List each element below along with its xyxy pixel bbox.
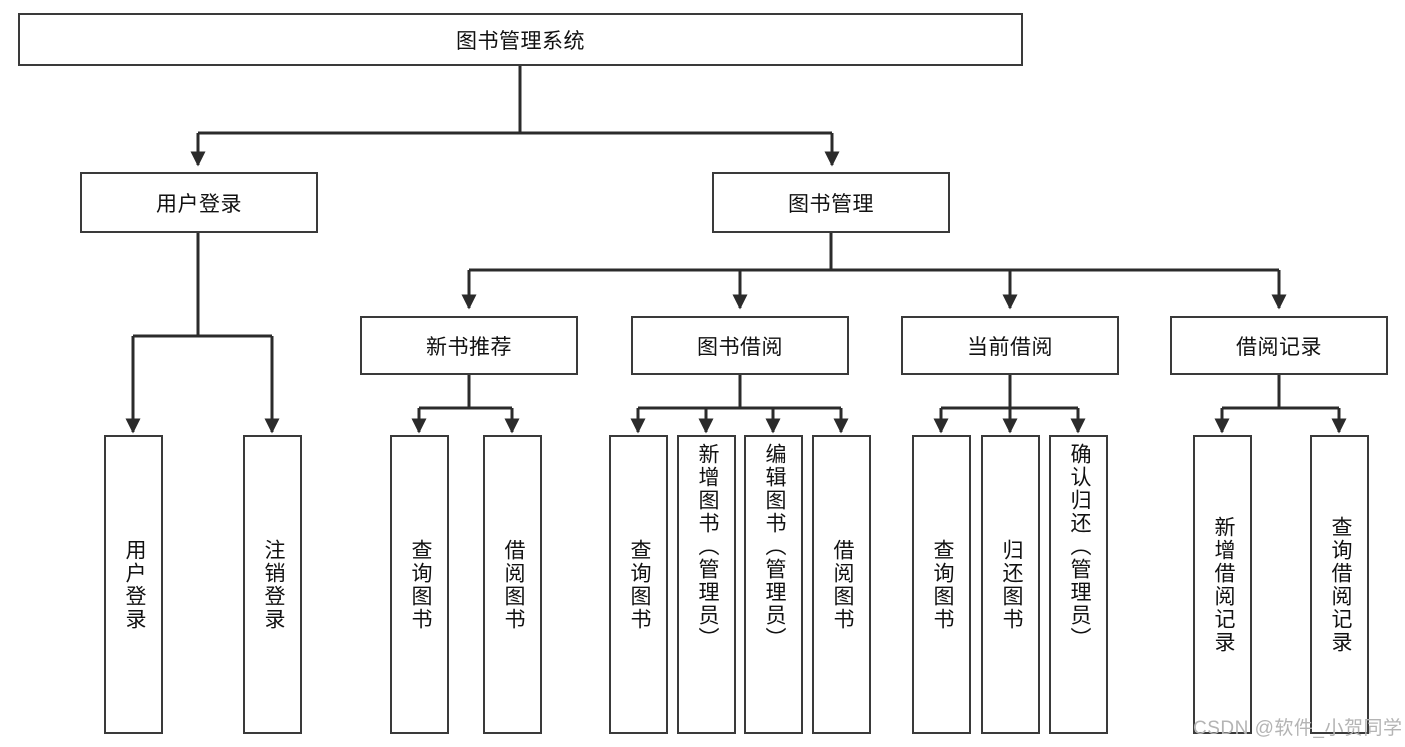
node-label: 图书管理 [788, 192, 874, 216]
leaf-current-query-book[interactable]: 查询图书 [912, 435, 971, 734]
node-label: 借阅图书 [501, 538, 525, 631]
leaf-current-return-book[interactable]: 归还图书 [981, 435, 1040, 734]
node-borrow-record[interactable]: 借阅记录 [1170, 316, 1388, 375]
node-label: 查询图书 [930, 538, 954, 631]
node-label: 借阅记录 [1236, 335, 1322, 359]
leaf-borrow-edit-book-admin[interactable]: 编辑图书（管理员） [744, 435, 803, 734]
leaf-user-login-logout[interactable]: 注销登录 [243, 435, 302, 734]
node-label: 注销登录 [261, 538, 285, 631]
node-book-management[interactable]: 图书管理 [712, 172, 950, 233]
node-label: 借阅图书 [830, 538, 854, 631]
leaf-record-add-record[interactable]: 新增借阅记录 [1193, 435, 1252, 734]
node-label: 当前借阅 [967, 335, 1053, 359]
node-label: 用户登录 [122, 538, 146, 631]
node-label: 新增借阅记录 [1211, 515, 1235, 654]
leaf-recommend-borrow-book[interactable]: 借阅图书 [483, 435, 542, 734]
node-label: 查询图书 [627, 538, 651, 631]
node-current-borrow[interactable]: 当前借阅 [901, 316, 1119, 375]
node-user-login[interactable]: 用户登录 [80, 172, 318, 233]
csdn-watermark: CSDN @软件_小贺同学 [1193, 718, 1403, 739]
node-label: 新增图书（管理员） [695, 443, 719, 650]
node-label: 编辑图书（管理员） [762, 443, 786, 650]
leaf-borrow-add-book-admin[interactable]: 新增图书（管理员） [677, 435, 736, 734]
node-label: 图书管理系统 [456, 29, 585, 53]
node-label: 图书借阅 [697, 335, 783, 359]
node-root-system[interactable]: 图书管理系统 [18, 13, 1023, 66]
node-label: 新书推荐 [426, 335, 512, 359]
node-label: 查询借阅记录 [1328, 515, 1352, 654]
leaf-recommend-query-book[interactable]: 查询图书 [390, 435, 449, 734]
node-label: 归还图书 [999, 538, 1023, 631]
leaf-record-query-record[interactable]: 查询借阅记录 [1310, 435, 1369, 734]
node-label: 用户登录 [156, 192, 242, 216]
node-book-borrow[interactable]: 图书借阅 [631, 316, 849, 375]
node-label: 确认归还（管理员） [1067, 443, 1091, 650]
leaf-borrow-query-book[interactable]: 查询图书 [609, 435, 668, 734]
leaf-user-login-login[interactable]: 用户登录 [104, 435, 163, 734]
node-new-book-recommend[interactable]: 新书推荐 [360, 316, 578, 375]
node-label: 查询图书 [408, 538, 432, 631]
leaf-borrow-borrow-book[interactable]: 借阅图书 [812, 435, 871, 734]
leaf-current-confirm-return-admin[interactable]: 确认归还（管理员） [1049, 435, 1108, 734]
